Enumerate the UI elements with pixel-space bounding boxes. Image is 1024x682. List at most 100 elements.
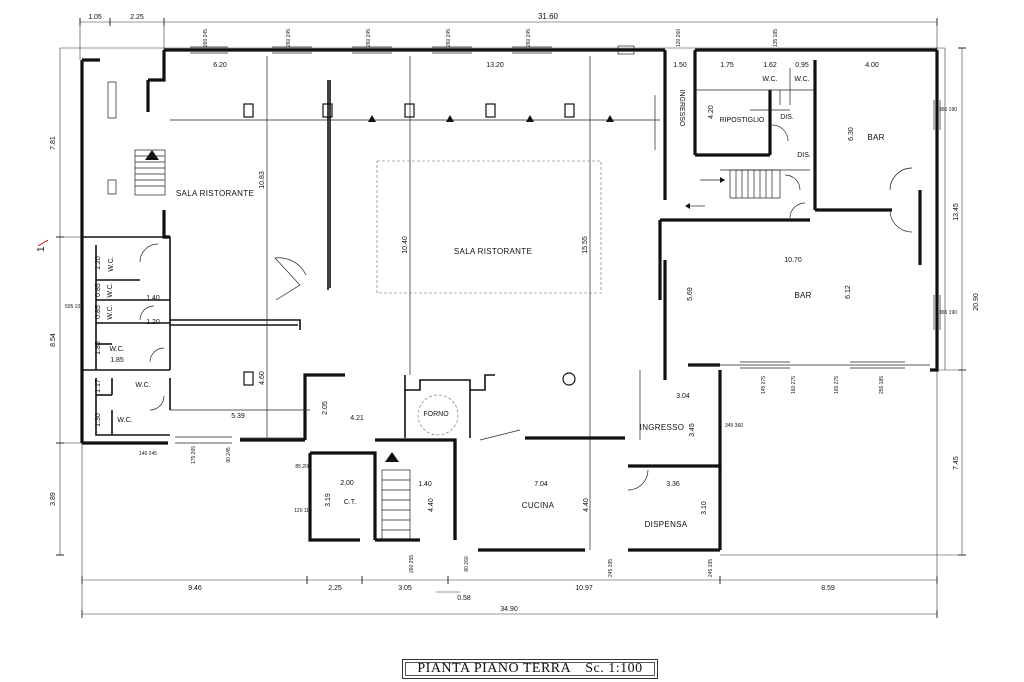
svg-text:260 245: 260 245 bbox=[286, 29, 292, 47]
dim-right-3: 7.45 bbox=[953, 456, 960, 470]
dimension-labels: 1.05 2.25 31.60 7.81 8.54 3.89 13.45 20.… bbox=[50, 12, 980, 613]
stairs-right bbox=[685, 169, 781, 209]
stairs-left bbox=[107, 81, 166, 196]
svg-text:90 245: 90 245 bbox=[226, 447, 232, 463]
svg-text:80 260: 80 260 bbox=[464, 556, 470, 572]
svg-text:245 195: 245 195 bbox=[608, 559, 614, 577]
dim-421: 4.21 bbox=[350, 415, 364, 422]
svg-text:260 245: 260 245 bbox=[203, 29, 209, 47]
room-labels: SALA RISTORANTE SALA RISTORANTE BAR BAR … bbox=[107, 76, 884, 529]
room-sala-ristorante-center: SALA RISTORANTE bbox=[454, 247, 532, 256]
dim-440b: 4.40 bbox=[583, 498, 590, 512]
dim-1040: 10.40 bbox=[402, 236, 409, 254]
dim-185b: 1.85 bbox=[110, 357, 124, 364]
dim-bottom-3: 3.05 bbox=[398, 585, 412, 592]
dim-085b: 0.85 bbox=[95, 305, 102, 319]
dim-569: 5.69 bbox=[687, 287, 694, 301]
dim-1070: 10.70 bbox=[784, 257, 802, 264]
dim-304: 3.04 bbox=[676, 393, 690, 400]
room-dispensa: DISPENSA bbox=[645, 520, 688, 529]
exterior-walls bbox=[80, 48, 939, 552]
dim-left-3: 3.89 bbox=[50, 492, 57, 506]
svg-text:145 275: 145 275 bbox=[761, 376, 767, 394]
dim-612: 6.12 bbox=[845, 285, 852, 299]
room-bar-mid: BAR bbox=[794, 291, 811, 300]
dim-left-1: 7.81 bbox=[50, 136, 57, 150]
dim-120b: 1.20 bbox=[146, 319, 160, 326]
dim-bottom-4: 10.97 bbox=[575, 585, 593, 592]
dim-460: 4.60 bbox=[259, 371, 266, 385]
dim-175: 1.75 bbox=[720, 62, 734, 69]
dim-1083: 10.83 bbox=[259, 171, 266, 189]
opening-codes: 260 245 260 245 260 245 260 245 260 245 … bbox=[65, 29, 957, 577]
room-dis-2: DIS. bbox=[797, 152, 811, 159]
section-marker: 1 bbox=[36, 239, 49, 252]
dim-162: 1.62 bbox=[763, 62, 777, 69]
room-wc-left-1: W.C. bbox=[108, 256, 115, 271]
dim-right-2: 20.90 bbox=[973, 293, 980, 311]
dim-185a: 1.85 bbox=[95, 341, 102, 355]
dim-085a: 0.85 bbox=[95, 283, 102, 297]
room-sala-ristorante-left: SALA RISTORANTE bbox=[176, 189, 254, 198]
dim-630: 6.30 bbox=[848, 127, 855, 141]
svg-text:245 195: 245 195 bbox=[708, 559, 714, 577]
dim-top-1: 1.05 bbox=[88, 14, 102, 21]
dim-440a: 4.40 bbox=[428, 498, 435, 512]
dim-620: 6.20 bbox=[213, 62, 227, 69]
room-wc-left-4: W.C. bbox=[109, 346, 124, 353]
dim-345: 3.45 bbox=[689, 423, 696, 437]
dim-704: 7.04 bbox=[534, 481, 548, 488]
dim-top-2: 2.25 bbox=[130, 14, 144, 21]
svg-text:345 360: 345 360 bbox=[725, 423, 743, 429]
dim-bottom-sub: 0.58 bbox=[457, 595, 471, 602]
room-ingresso-bottom: INGRESSO bbox=[640, 423, 685, 432]
svg-text:260 255: 260 255 bbox=[409, 555, 415, 573]
room-wc-left-5: W.C. bbox=[135, 382, 150, 389]
dim-120a: 1.20 bbox=[95, 256, 102, 270]
dim-right-1: 13.45 bbox=[953, 203, 960, 221]
dim-130: 1.30 bbox=[95, 413, 102, 427]
room-cucina: CUCINA bbox=[522, 501, 555, 510]
room-wc-left-3: W.C. bbox=[107, 304, 114, 319]
plan-scale: Sc. 1:100 bbox=[585, 661, 643, 676]
dim-1555: 15.55 bbox=[582, 236, 589, 254]
dim-336: 3.36 bbox=[666, 481, 680, 488]
dim-539: 5.39 bbox=[231, 413, 245, 420]
svg-text:260 245: 260 245 bbox=[366, 29, 372, 47]
interior-lines bbox=[107, 45, 941, 550]
room-ct: C.T. bbox=[344, 499, 357, 506]
dim-bottom-5: 8.59 bbox=[821, 585, 835, 592]
title-box: PIANTA PIANO TERRA Sc. 1:100 bbox=[402, 659, 658, 679]
dim-200: 2.00 bbox=[340, 480, 354, 487]
dim-205: 2.05 bbox=[322, 401, 329, 415]
dim-420: 4.20 bbox=[708, 105, 715, 119]
svg-text:365 190: 365 190 bbox=[939, 107, 957, 113]
dim-bottom-total: 34.90 bbox=[500, 606, 518, 613]
room-wc-left-2: W.C. bbox=[107, 282, 114, 297]
dim-150: 1.50 bbox=[673, 62, 687, 69]
svg-text:140 245: 140 245 bbox=[139, 451, 157, 457]
stairs-bottom bbox=[381, 469, 411, 541]
dim-top-total: 31.60 bbox=[538, 12, 559, 21]
svg-text:505 100: 505 100 bbox=[65, 304, 83, 310]
dim-117: 1.17 bbox=[95, 379, 102, 393]
section-mark-label: 1 bbox=[36, 246, 47, 252]
room-wc-left-6: W.C. bbox=[117, 417, 132, 424]
room-wc-top-2: W.C. bbox=[794, 76, 809, 83]
room-dis-1: DIS. bbox=[780, 114, 794, 121]
room-ripostiglio: RIPOSTIGLIO bbox=[720, 117, 765, 124]
dim-bottom-2: 2.25 bbox=[328, 585, 342, 592]
dim-140a: 1.40 bbox=[146, 295, 160, 302]
room-ingresso-top: INGRESSO bbox=[678, 90, 685, 128]
svg-text:260 245: 260 245 bbox=[446, 29, 452, 47]
svg-text:365 190: 365 190 bbox=[939, 310, 957, 316]
svg-text:260 245: 260 245 bbox=[526, 29, 532, 47]
dim-310: 3.10 bbox=[701, 501, 708, 515]
svg-text:120 115: 120 115 bbox=[294, 508, 312, 514]
svg-text:120 260: 120 260 bbox=[676, 29, 682, 47]
dim-319: 3.19 bbox=[325, 493, 332, 507]
room-forno: FORNO bbox=[423, 411, 449, 418]
svg-text:255 185: 255 185 bbox=[879, 376, 885, 394]
dim-bottom-1: 9.46 bbox=[188, 585, 202, 592]
